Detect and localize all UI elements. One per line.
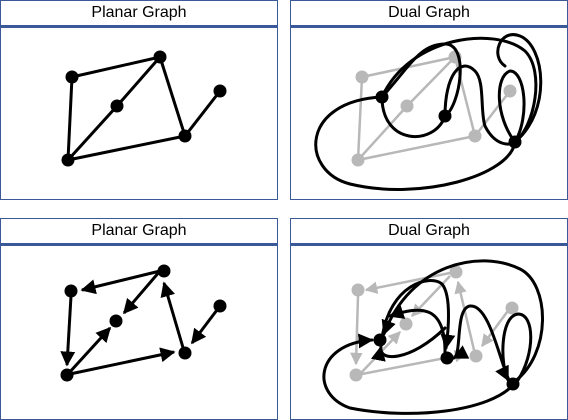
faded-edge [406,56,456,107]
dual-edge [443,64,517,146]
panel-frame [290,244,568,420]
directed-edge [60,295,76,367]
panel-title: Planar Graph [0,218,278,244]
vertex [153,50,167,64]
edge [115,56,162,107]
dual-vertex [440,351,454,365]
directed-edge [69,347,176,376]
faded-vertex [349,368,363,382]
faded-vertex [351,283,365,297]
faded-vertex [505,301,519,315]
directed-edge [122,270,162,315]
dual-directed-edge [380,279,456,350]
panel-frame [0,244,278,420]
vertex [64,284,78,298]
panel-frame [290,26,568,200]
dual-edge [497,69,526,144]
planar-edges [66,55,222,162]
faded-planar-vertices [351,50,517,167]
panel-title: Dual Graph [290,0,568,26]
dual-edges [314,33,543,191]
dual-vertex [373,333,387,347]
faded-edge [350,295,363,366]
planar-directed-edges [60,269,222,376]
faded-vertex [399,317,413,331]
dual-edge [314,95,517,191]
edge [66,76,74,161]
directed-edge [80,269,161,295]
dual-vertex [375,90,389,104]
panel-dual-top: Dual Graph [290,0,568,200]
faded-vertex [468,129,482,143]
edge [158,56,187,137]
planar-graph-directed [60,264,227,382]
panel-title: Planar Graph [0,0,278,26]
vertex [178,129,192,143]
panel-dual-bottom: Dual Graph [290,218,568,420]
panel-frame [0,26,278,200]
faded-edge [357,105,408,161]
dual-vertex [508,135,522,149]
vertex [65,70,79,84]
vertex [157,264,171,278]
edge [66,104,119,162]
dual-directed-edge [452,304,512,384]
faded-vertex [469,349,483,363]
planar-graph-undirected [61,50,227,167]
faded-edge [474,90,511,137]
panel-title: Dual Graph [290,218,568,244]
dual-edge [380,95,447,138]
dual-directed-edges [322,259,544,415]
faded-vertex [355,70,369,84]
directed-edge [160,281,186,352]
faded-edge [356,76,364,161]
faded-vertex [400,99,414,113]
vertex [61,153,75,167]
faded-directed-vertices [349,265,519,382]
edge [71,55,161,79]
vertex [60,368,74,382]
dual-directed-edge [371,326,447,362]
directed-edge [190,305,222,345]
vertex [178,346,192,360]
dual-edge [380,36,538,144]
faded-edge [454,280,476,351]
dual-edge [496,33,543,144]
panel-planar-top: Planar Graph [0,0,278,200]
faded-vertex [449,265,463,279]
dual-graph-directed [322,259,544,415]
dual-directed-edge [388,304,447,354]
dual-directed-vertices [373,333,520,391]
faded-edge [357,134,476,162]
edge [67,134,186,162]
dual-vertex [438,109,452,123]
vertex [109,314,123,328]
panel-planar-bottom: Planar Graph [0,218,278,420]
vertex [213,299,227,313]
dual-directed-edge [322,333,516,415]
faded-edge [364,270,456,294]
faded-vertex [351,153,365,167]
dual-vertices [375,90,522,149]
dual-directed-edge [495,312,533,382]
dual-directed-edge [381,259,544,384]
planar-vertices [61,50,227,167]
dual-vertex [506,377,520,391]
planar-directed-vertices [60,264,227,382]
faded-vertex [503,84,517,98]
edge [183,90,222,137]
vertex [110,99,124,113]
faded-edge [480,307,512,348]
directed-edge [66,326,112,376]
vertex [213,84,227,98]
dual-graph-undirected [314,33,543,191]
faded-planar-edges [356,55,511,162]
